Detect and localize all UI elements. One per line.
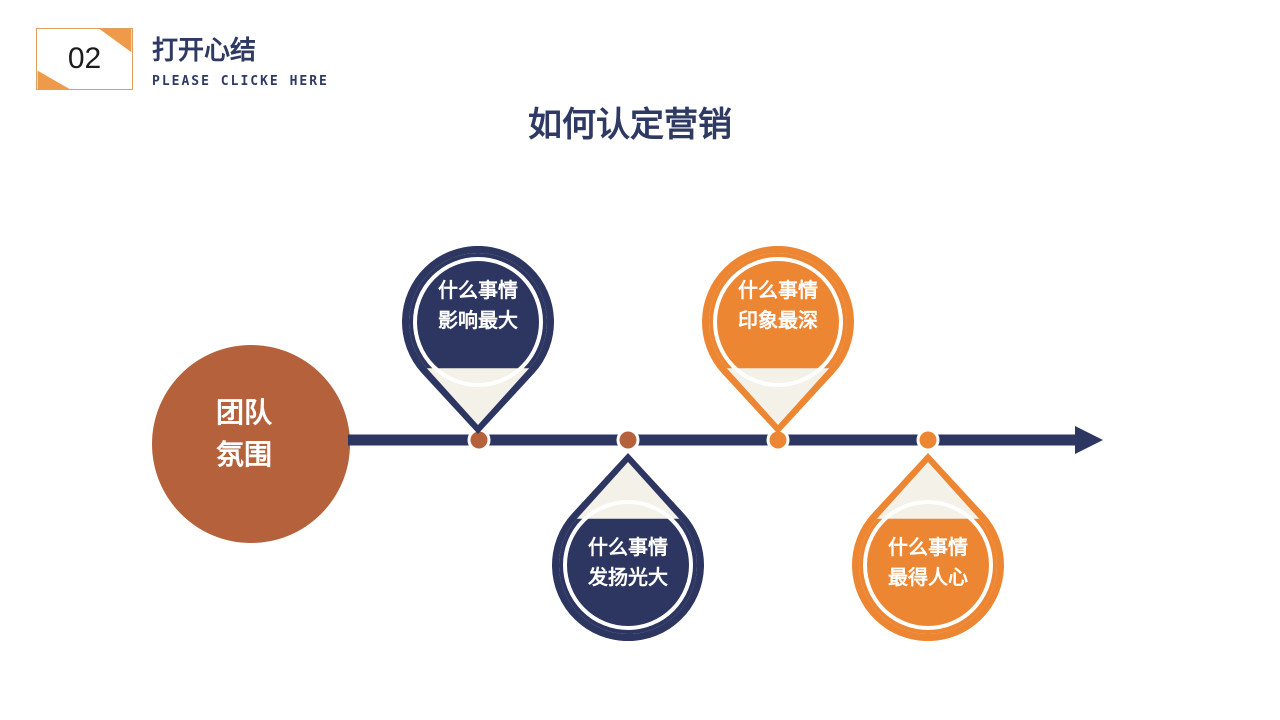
teardrop-pin-icon [402, 246, 554, 434]
teardrop-pin-icon [852, 453, 1004, 641]
badge-corner-triangles-icon [37, 29, 132, 89]
arrowhead-icon [1075, 426, 1103, 454]
section-title: 打开心结 [152, 35, 257, 65]
teardrop-pin-icon [552, 453, 704, 641]
timeline-line [348, 434, 1075, 446]
timeline-arrow [348, 426, 1103, 454]
section-number-badge: 02 [36, 28, 133, 90]
teardrop-pin-icon [702, 246, 854, 434]
pin-influence-most: 什么事情 影响最大 [398, 246, 558, 436]
timeline-dot-4 [916, 428, 940, 452]
circle-label-line1: 团队 [215, 397, 272, 428]
pin-wins-hearts: 什么事情 最得人心 [848, 451, 1008, 641]
timeline-dot-2 [616, 428, 640, 452]
pin-label: 什么事情 印象最深 [738, 280, 818, 332]
team-atmosphere-circle: 团队 氛围 [152, 345, 350, 543]
page-title: 如何认定营销 [528, 106, 732, 144]
section-number: 02 [67, 42, 102, 75]
pin-deepest-impression: 什么事情 印象最深 [698, 246, 858, 436]
pin-label: 什么事情 最得人心 [888, 537, 968, 589]
pin-carry-forward: 什么事情 发扬光大 [548, 451, 708, 641]
section-subtitle: PLEASE CLICKE HERE [152, 74, 329, 89]
pin-label: 什么事情 影响最大 [438, 280, 518, 332]
circle-label-line2: 氛围 [215, 439, 272, 470]
pin-label: 什么事情 发扬光大 [588, 537, 668, 589]
